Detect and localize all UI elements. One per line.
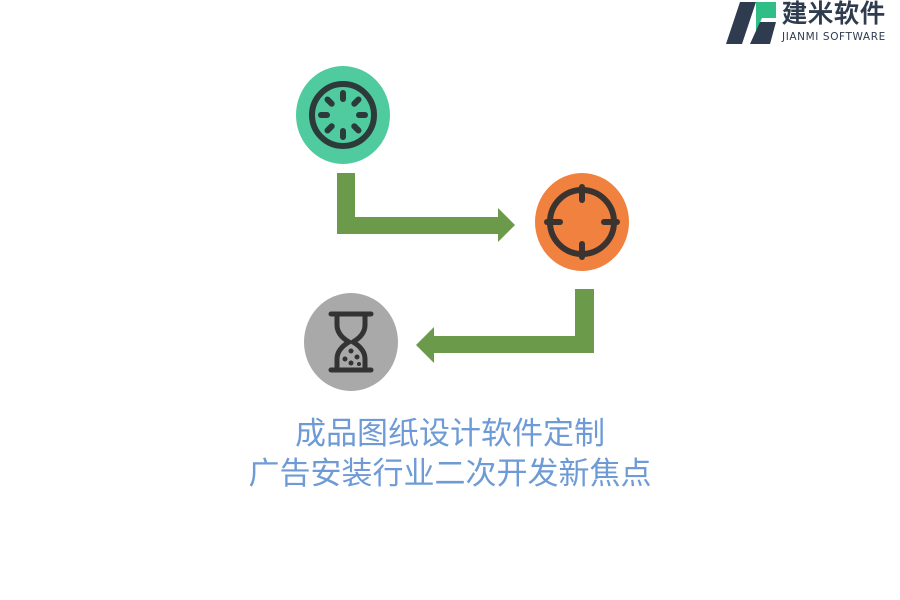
process-diagram: [296, 66, 629, 391]
step-circle-2: [535, 173, 629, 271]
step-circle-3: [304, 293, 398, 391]
arrow-left: [416, 289, 594, 363]
brand-name-cn: 建米软件: [782, 0, 887, 28]
caption: 成品图纸设计软件定制 广告安装行业二次开发新焦点: [0, 414, 900, 494]
jianmi-logo-icon: [726, 2, 776, 44]
step-circle-1: [296, 66, 390, 164]
arrow-right: [337, 173, 515, 242]
brand-name-en: JIANMI SOFTWARE: [782, 31, 886, 43]
crosshair-target-icon: [544, 184, 620, 260]
hourglass-icon: [328, 311, 374, 373]
caption-line-2: 广告安装行业二次开发新焦点: [248, 456, 652, 492]
caption-line-1: 成品图纸设计软件定制: [295, 416, 605, 452]
loading-wheel-icon: [309, 81, 377, 149]
brand-logo: 建米软件 JIANMI SOFTWARE: [724, 0, 900, 48]
flow-arrows: [337, 173, 594, 363]
